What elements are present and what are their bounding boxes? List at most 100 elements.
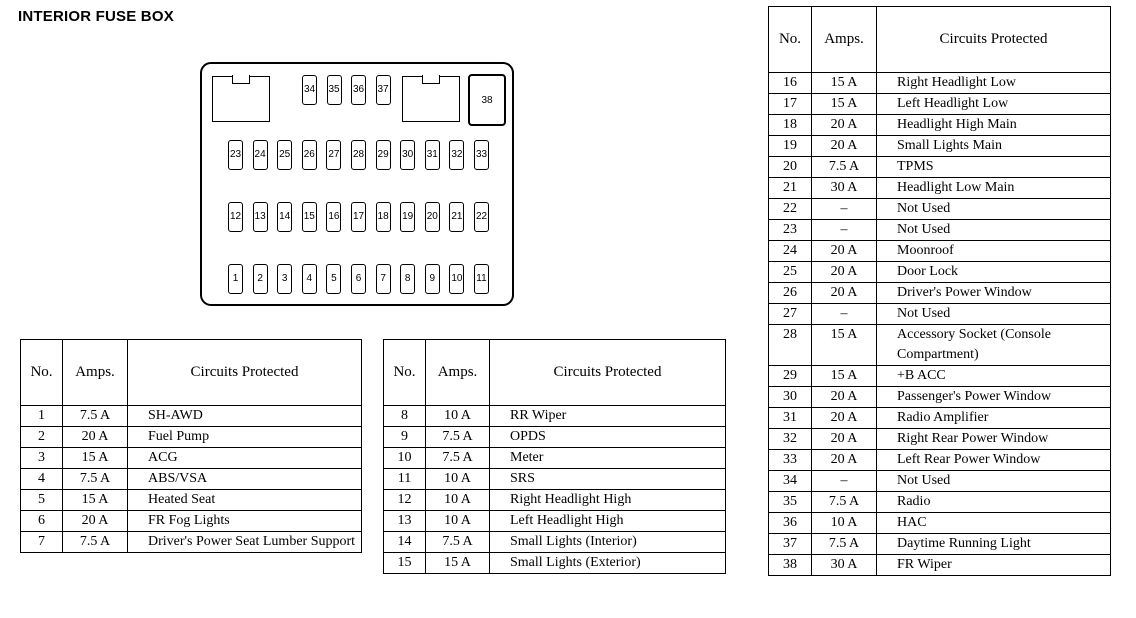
fuse-22: 22: [474, 202, 489, 232]
fuse-10: 10: [449, 264, 465, 294]
circuit-name: +B ACC: [876, 365, 1111, 387]
circuit-name: RR Wiper: [489, 405, 726, 427]
fuse-number: 14: [383, 531, 426, 553]
fuse-number: 21: [768, 177, 812, 199]
fuse-amps: 7.5 A: [811, 533, 877, 555]
fuse-17: 17: [351, 202, 366, 232]
relay-socket-right: [402, 75, 460, 122]
fuse-number: 6: [20, 510, 63, 532]
fuse-27: 27: [326, 140, 342, 170]
circuit-name: OPDS: [489, 426, 726, 448]
fuse-11: 11: [474, 264, 489, 294]
circuit-name: Small Lights (Exterior): [489, 552, 726, 574]
col-header-no: No.: [20, 339, 63, 406]
circuit-name: FR Wiper: [876, 554, 1111, 576]
circuit-name: Right Headlight Low: [876, 72, 1111, 94]
relay-socket-left: [212, 75, 270, 122]
circuit-name: SH-AWD: [127, 405, 362, 427]
fuse-amps: 7.5 A: [425, 447, 490, 469]
fuse-30: 30: [400, 140, 416, 170]
fuse-amps: 7.5 A: [425, 426, 490, 448]
fuse-amps: 15 A: [811, 93, 877, 115]
circuit-name: Fuel Pump: [127, 426, 362, 448]
fuse-number: 4: [20, 468, 63, 490]
fuse-amps: 7.5 A: [811, 156, 877, 178]
fuse-1: 1: [228, 264, 243, 294]
circuit-name: Daytime Running Light: [876, 533, 1111, 555]
circuit-name: SRS: [489, 468, 726, 490]
fuse-number: 3: [20, 447, 63, 469]
col-header-circuits: Circuits Protected: [876, 6, 1111, 73]
col-header-no: No.: [768, 6, 812, 73]
circuit-name: Not Used: [876, 303, 1111, 325]
fuse-28: 28: [351, 140, 366, 170]
fuse-amps: 10 A: [425, 468, 490, 490]
fuse-29: 29: [375, 140, 391, 170]
table-row: 34–Not Used: [768, 470, 1111, 492]
col-header-amps: Amps.: [425, 339, 490, 406]
fuse-31: 31: [424, 140, 440, 170]
fuse-13: 13: [252, 202, 268, 232]
table-row: 27–Not Used: [768, 303, 1111, 325]
fuse-amps: 7.5 A: [62, 405, 128, 427]
circuit-name: Heated Seat: [127, 489, 362, 511]
circuit-name: Headlight Low Main: [876, 177, 1111, 199]
fuse-37: 37: [375, 75, 391, 105]
fuse-6: 6: [351, 264, 366, 294]
fuse-number: 12: [383, 489, 426, 511]
fuse-3: 3: [277, 264, 293, 294]
fuse-amps: 20 A: [811, 449, 877, 471]
fuse-amps: –: [811, 219, 877, 241]
fuse-number: 35: [768, 491, 812, 513]
col-header-circuits: Circuits Protected: [127, 339, 362, 406]
fuse-number: 9: [383, 426, 426, 448]
circuit-name: Headlight High Main: [876, 114, 1111, 136]
fuse-number: 34: [768, 470, 812, 492]
fuse-number: 11: [383, 468, 426, 490]
col-header-circuits: Circuits Protected: [489, 339, 726, 406]
fuse-number: 29: [768, 365, 812, 387]
circuit-name: ACG: [127, 447, 362, 469]
fuse-amps: 15 A: [811, 72, 877, 94]
fuse-amps: 7.5 A: [62, 531, 128, 553]
circuit-name: Small Lights (Interior): [489, 531, 726, 553]
fuse-number: 25: [768, 261, 812, 283]
circuit-name: Radio: [876, 491, 1111, 513]
fuse-16: 16: [326, 202, 342, 232]
fuse-23: 23: [228, 140, 243, 170]
fuse-21: 21: [449, 202, 465, 232]
circuit-name: HAC: [876, 512, 1111, 534]
page-title: INTERIOR FUSE BOX: [18, 8, 174, 25]
fuse-34: 34: [302, 75, 317, 105]
circuit-name: Driver's Power Window: [876, 282, 1111, 304]
circuit-name: TPMS: [876, 156, 1111, 178]
circuit-name: Meter: [489, 447, 726, 469]
fuse-12: 12: [228, 202, 243, 232]
fuse-amps: 7.5 A: [425, 531, 490, 553]
circuit-name: Not Used: [876, 470, 1111, 492]
circuit-name: Left Headlight Low: [876, 93, 1111, 115]
fuse-amps: 20 A: [811, 114, 877, 136]
fuse-amps: 15 A: [425, 552, 490, 574]
circuit-name: Driver's Power Seat Lumber Support: [127, 531, 362, 553]
